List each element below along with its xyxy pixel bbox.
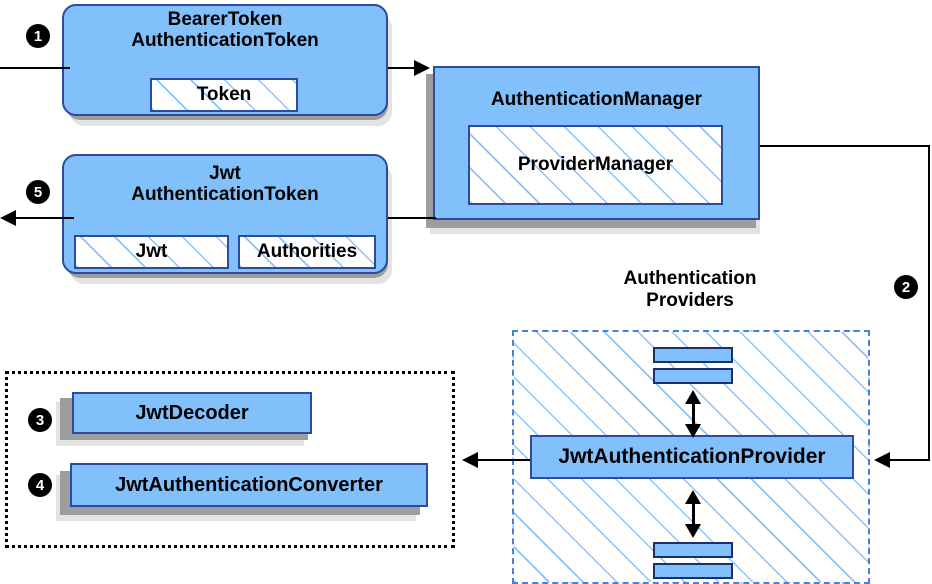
manager-to-provider-arrowhead [874, 452, 890, 468]
authorities-inner-box[interactable]: Authorities [238, 235, 376, 269]
bearer-token-title-line1: BearerToken [167, 9, 283, 30]
step-badge-1: 1 [26, 24, 50, 48]
step-badge-3: 3 [28, 408, 52, 432]
authorities-inner-label: Authorities [256, 241, 358, 262]
provider-stub-top-2 [653, 368, 733, 384]
jwt-decoder-node[interactable]: JwtDecoder [72, 392, 312, 434]
jwt-token-output-line [14, 217, 74, 219]
step-badge-2: 2 [894, 275, 918, 299]
token-inner-label: Token [196, 84, 252, 105]
token-inner-box[interactable]: Token [150, 78, 298, 112]
provider-bottom-connector-arrow-up [685, 490, 701, 504]
jwt-inner-label: Jwt [135, 241, 168, 262]
provider-top-connector-arrow-down [685, 424, 701, 438]
jwt-inner-box[interactable]: Jwt [74, 235, 229, 269]
manager-to-jwt-token-line [388, 217, 436, 219]
provider-manager-inner-box[interactable]: ProviderManager [468, 125, 723, 205]
provider-to-support-arrowhead [462, 452, 478, 468]
provider-top-connector-line [692, 394, 695, 432]
jwt-token-output-arrowhead [0, 210, 16, 226]
jwt-authentication-provider-node[interactable]: JwtAuthenticationProvider [530, 435, 854, 479]
manager-to-provider-line-top [760, 145, 930, 147]
jwt-authentication-converter-title: JwtAuthenticationConverter [115, 474, 383, 496]
jwt-token-title-line1: Jwt [209, 163, 241, 184]
provider-bottom-connector-line [692, 494, 695, 532]
jwt-authentication-provider-title: JwtAuthenticationProvider [558, 445, 826, 469]
step-badge-5: 5 [26, 180, 50, 204]
provider-top-connector-arrow-up [685, 390, 701, 404]
provider-bottom-connector-arrow-down [685, 524, 701, 538]
provider-manager-label: ProviderManager [517, 154, 674, 175]
authentication-manager-title: AuthenticationManager [490, 89, 703, 110]
authentication-providers-label-line2: Providers [646, 289, 734, 311]
provider-stub-top-1 [653, 347, 733, 363]
jwt-authentication-converter-node[interactable]: JwtAuthenticationConverter [70, 463, 428, 507]
authentication-providers-label-line1: Authentication [623, 268, 757, 289]
authentication-providers-label: Authentication Providers [560, 268, 820, 312]
bearer-token-title-line2: AuthenticationToken [131, 29, 319, 51]
provider-stub-bottom-1 [653, 542, 733, 558]
jwt-decoder-title: JwtDecoder [135, 402, 249, 424]
step-badge-4: 4 [28, 473, 52, 497]
manager-to-provider-line-bottom [890, 459, 930, 461]
bearer-to-manager-arrowhead [414, 60, 430, 76]
jwt-token-title-line2: AuthenticationToken [131, 183, 319, 205]
provider-to-support-line [478, 459, 530, 461]
provider-stub-bottom-2 [653, 563, 733, 579]
manager-to-provider-line-right [928, 145, 930, 460]
bearer-to-manager-line [388, 67, 420, 69]
jwt-support-group [5, 371, 455, 548]
input-request-line [0, 67, 70, 69]
